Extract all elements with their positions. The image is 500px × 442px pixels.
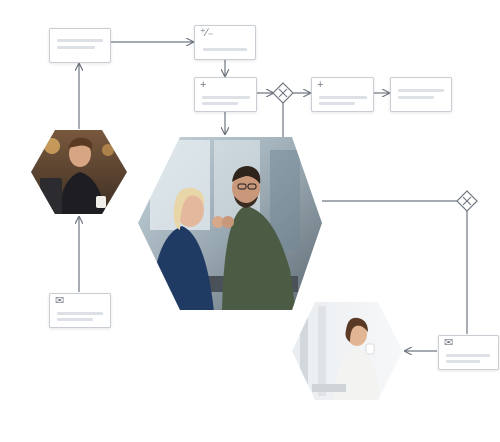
x-icon bbox=[278, 88, 288, 98]
photo-team-fistbump bbox=[138, 137, 322, 310]
task-end-right[interactable] bbox=[390, 77, 452, 112]
gateway-top[interactable] bbox=[272, 82, 294, 104]
plus-minus-icon: ⁺∕₋ bbox=[200, 27, 214, 39]
connectors bbox=[79, 42, 468, 351]
x-icon bbox=[462, 196, 472, 206]
placeholder-line bbox=[446, 360, 480, 363]
photo-man-laptop bbox=[31, 130, 127, 214]
placeholder-line bbox=[57, 39, 103, 42]
placeholder-line bbox=[202, 102, 238, 105]
task-start-top[interactable]: ⁺∕₋ bbox=[194, 25, 256, 60]
placeholder-line bbox=[57, 318, 93, 321]
plus-icon: + bbox=[317, 79, 324, 91]
placeholder-line bbox=[57, 46, 95, 49]
task-message-right[interactable]: ✉ bbox=[438, 335, 499, 370]
placeholder-line bbox=[319, 102, 355, 105]
envelope-icon: ✉ bbox=[444, 337, 454, 349]
placeholder-line bbox=[398, 96, 434, 99]
envelope-icon: ✉ bbox=[55, 295, 65, 307]
plus-icon: + bbox=[200, 79, 207, 91]
task-add-middle[interactable]: + bbox=[194, 77, 257, 112]
placeholder-line bbox=[319, 96, 367, 99]
task-add-right[interactable]: + bbox=[311, 77, 374, 112]
task-top-left[interactable] bbox=[49, 28, 111, 63]
placeholder-line bbox=[57, 312, 103, 315]
placeholder-line bbox=[203, 48, 247, 51]
task-message-left[interactable]: ✉ bbox=[49, 293, 111, 328]
placeholder-line bbox=[202, 96, 250, 99]
photo-woman-cup bbox=[292, 302, 403, 400]
gateway-right[interactable] bbox=[456, 190, 478, 212]
placeholder-line bbox=[398, 89, 444, 92]
placeholder-line bbox=[446, 354, 490, 357]
